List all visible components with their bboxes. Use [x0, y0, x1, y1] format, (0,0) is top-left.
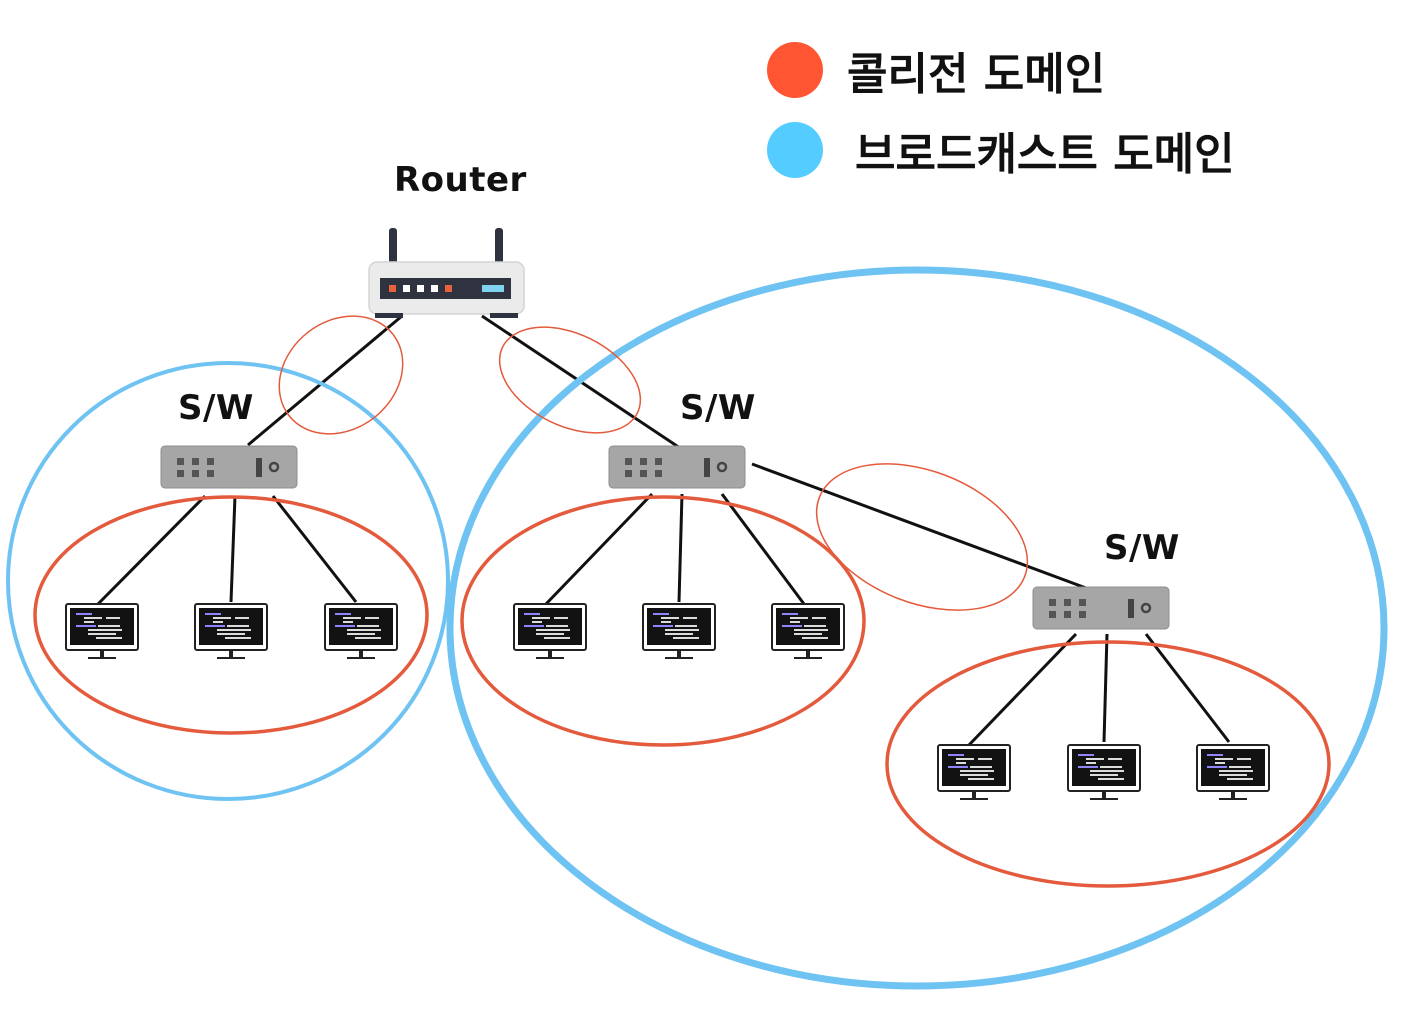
computer-icon	[937, 744, 1011, 801]
router-icon	[368, 228, 525, 318]
switch-1-icon	[159, 444, 299, 490]
links	[96, 314, 1231, 747]
link-sw1-pc3	[271, 495, 358, 603]
link-router-sw1	[247, 314, 403, 447]
legend-collision: 콜리전 도메인	[767, 38, 1105, 102]
collision-domains	[33, 315, 1331, 888]
collision-dot-icon	[767, 42, 823, 98]
link-sw1-pc1	[96, 494, 207, 606]
switch-2-icon	[607, 444, 747, 490]
link-sw3-pc1	[967, 632, 1078, 747]
switch-2-label: S/W	[680, 388, 756, 428]
broadcast-dot-icon	[767, 122, 823, 178]
collision-domain-sw1-pcs	[33, 495, 429, 735]
switch-3-label: S/W	[1104, 528, 1180, 568]
link-sw2-pc3	[720, 493, 806, 605]
computer-icon	[324, 603, 398, 660]
computer-icon	[642, 603, 716, 660]
computer-icon	[194, 603, 268, 660]
switch-3-icon	[1031, 585, 1171, 631]
link-sw2-pc2	[677, 493, 684, 603]
link-sw1-pc2	[229, 495, 237, 603]
broadcast-domain-left	[6, 361, 450, 801]
computer-icon	[771, 603, 845, 660]
link-sw2-pc1	[544, 492, 654, 606]
router-label: Router	[394, 160, 527, 200]
computer-icon	[1196, 744, 1270, 801]
legend-broadcast-label: 브로드캐스트 도메인	[855, 129, 1235, 180]
computer-icon	[1067, 744, 1141, 801]
legend-collision-label: 콜리전 도메인	[847, 49, 1106, 100]
link-sw2-sw3	[751, 462, 1087, 590]
collision-domain-sw2-pcs	[460, 495, 866, 747]
link-sw3-pc3	[1144, 633, 1231, 743]
collision-domain-sw3-pcs	[885, 640, 1331, 888]
computer-icon	[65, 603, 139, 660]
broadcast-domain-right	[446, 266, 1388, 990]
broadcast-domains	[6, 266, 1388, 990]
switch-1-label: S/W	[178, 388, 254, 428]
link-sw3-pc2	[1102, 633, 1109, 743]
collision-domain-router-sw2	[498, 326, 642, 434]
legend-broadcast: 브로드캐스트 도메인	[767, 118, 1235, 182]
collision-domain-router-sw1	[278, 315, 404, 435]
collision-domain-sw2-sw3	[815, 463, 1029, 611]
computer-icon	[513, 603, 587, 660]
